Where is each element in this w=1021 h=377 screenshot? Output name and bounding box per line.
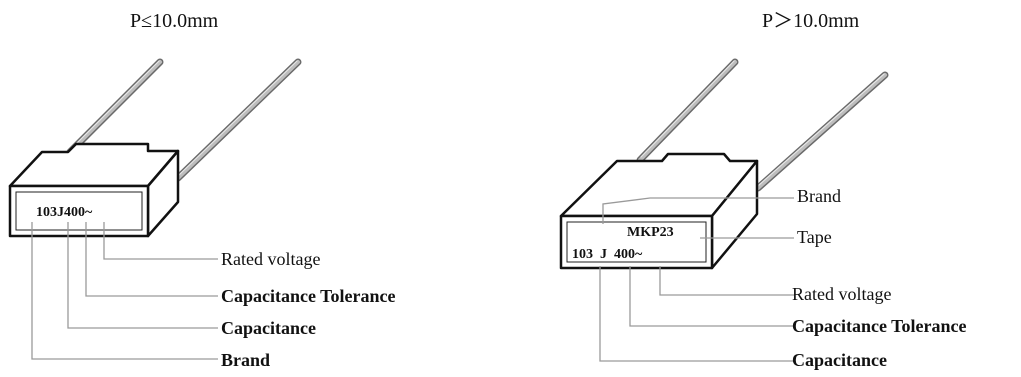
right-marking-bottom: 103 J 400~ <box>572 247 643 262</box>
left-diagram: P≤10.0mm 103J400~ <box>8 10 395 370</box>
left-leader-lines <box>31 222 218 360</box>
right-label-brand: Brand <box>797 186 841 206</box>
left-heading: P≤10.0mm <box>130 10 219 32</box>
left-label-rated-voltage: Rated voltage <box>221 249 320 269</box>
right-leader-lines <box>599 197 794 362</box>
left-label-brand: Brand <box>221 350 270 370</box>
right-heading: P＞10.0mm <box>762 10 860 32</box>
right-capacitor-body: MKP23 103 J 400~ <box>559 152 759 270</box>
left-marking: 103J400~ <box>36 205 93 220</box>
right-diagram: P＞10.0mm MKP23 103 J 400~ <box>559 10 966 370</box>
right-capacitor-leads <box>636 58 889 192</box>
right-marking-top: MKP23 <box>627 225 674 240</box>
left-label-capacitance: Capacitance <box>221 318 316 338</box>
right-label-tape: Tape <box>797 227 832 247</box>
left-label-capacitance-tolerance: Capacitance Tolerance <box>221 286 395 306</box>
right-label-capacitance: Capacitance <box>792 350 887 370</box>
right-label-rated-voltage: Rated voltage <box>792 284 891 304</box>
left-capacitor-leads <box>66 58 302 182</box>
right-label-capacitance-tolerance: Capacitance Tolerance <box>792 316 966 336</box>
left-capacitor-body: 103J400~ <box>8 142 180 238</box>
